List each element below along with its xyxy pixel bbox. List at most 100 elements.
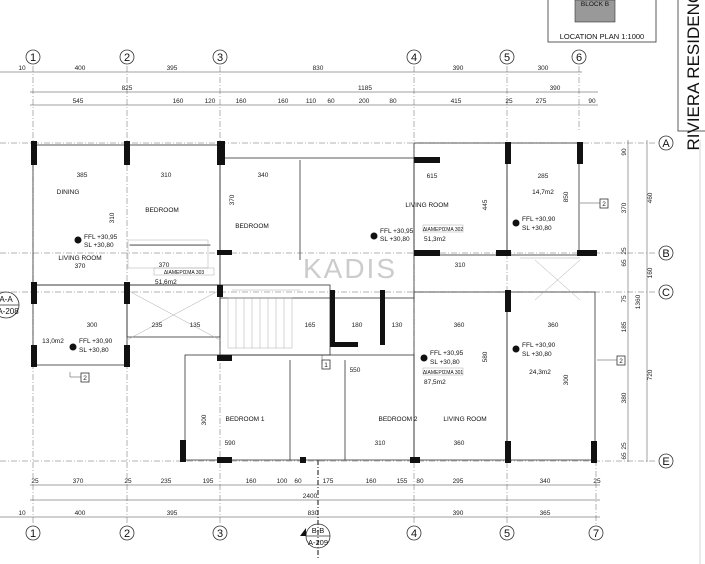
dim-label: 390 [453, 510, 464, 517]
grid-bubble: 3 [217, 52, 223, 64]
dims-right-2: 460 160 720 1360 [635, 192, 654, 380]
dim-label: 155 [397, 478, 408, 485]
dims-top-3: 545 160 120 160 160 110 60 200 80 415 25… [73, 98, 596, 105]
dim-label: 830 [313, 65, 324, 72]
dim-label: 180 [352, 322, 363, 329]
dim-label: 340 [258, 172, 269, 179]
dim-label: 120 [205, 98, 216, 105]
level-icon [69, 343, 77, 351]
room-bedroom-2: BEDROOM 2 [378, 416, 417, 423]
dim-total-2400: 2400 [303, 493, 318, 500]
dim-label: 415 [451, 98, 462, 105]
dim-label: 395 [167, 510, 178, 517]
grid-bubble: C [662, 287, 670, 299]
grid-bubble: 2 [124, 52, 130, 64]
grid-bubble: A [662, 138, 670, 150]
dim-label: 295 [453, 478, 464, 485]
level-markers: FFL +30,95 SL +30,80 FFL +30,95 SL +30,8… [74, 228, 464, 366]
dim-label: 300 [201, 414, 208, 425]
dims-right-1: 90 370 65 25 75 185 380 65 25 [621, 148, 628, 460]
dim-label: 550 [350, 367, 361, 374]
dim-label: 395 [167, 65, 178, 72]
dim-label: 300 [538, 65, 549, 72]
dim-label: 10 [18, 510, 26, 517]
dim-label: 65 [621, 452, 628, 460]
watermark: KADIS [303, 253, 397, 284]
apartment-tags: ΔΙΑΜΕΡΙΣΜΑ 303 51,6m2 ΔΙΑΜΕΡΙΣΜΑ 302 51,… [153, 224, 464, 386]
dim-label: 90 [588, 98, 596, 105]
dim-label: 160 [278, 98, 289, 105]
dim-label: 25 [621, 442, 628, 450]
dims-bottom-2: 10 400 395 830 390 365 [18, 510, 550, 517]
dim-label: 850 [563, 191, 570, 202]
building-walls [31, 141, 597, 463]
grid-bubble: 5 [504, 52, 510, 64]
grid-bubble: 3 [217, 528, 223, 540]
dim-label: 1360 [635, 294, 642, 309]
room-dining: DINING [57, 189, 80, 196]
balcony-area: 24,3m2 [529, 369, 551, 376]
dim-label: 310 [455, 262, 466, 269]
apartment-area: 51,3m2 [424, 236, 446, 243]
location-plan: BLOCK B LOCATION PLAN 1:1000 [547, 0, 657, 43]
callouts: 2 2 2 1 [69, 198, 626, 383]
apartment-tag: ΔΙΑΜΕΡΙΣΜΑ 303 [164, 270, 205, 276]
room-labels: DINING LIVING ROOM 370 BEDROOM BEDROOM L… [57, 189, 487, 423]
callout-number: 2 [619, 358, 623, 365]
dim-label: 300 [563, 374, 570, 385]
balcony-ffl: FFL +30,90 [522, 342, 556, 349]
room-bedroom-1: BEDROOM 1 [225, 416, 264, 423]
dim-label: 160 [236, 98, 247, 105]
callout-number: 1 [324, 362, 328, 369]
dim-label: 75 [621, 295, 628, 303]
dim-label: 100 [277, 478, 288, 485]
room-living-303-dim: 370 [75, 263, 86, 270]
section-sheet: A-208 [0, 307, 19, 316]
dim-label: 390 [453, 65, 464, 72]
apartment-tag: ΔΙΑΜΕΡΙΣΜΑ 301 [423, 370, 464, 376]
dim-label: 830 [308, 510, 319, 517]
apartment-tag: ΔΙΑΜΕΡΙΣΜΑ 302 [423, 227, 464, 233]
location-plan-caption: LOCATION PLAN 1:1000 [560, 32, 644, 41]
grid-bubble: 7 [593, 528, 599, 540]
dim-label: 90 [621, 148, 628, 156]
dim-label: 580 [482, 351, 489, 362]
dim-label: 25 [593, 478, 601, 485]
dimension-lines [0, 71, 648, 518]
dim-label: 65 [621, 259, 628, 267]
dim-label: 235 [152, 322, 163, 329]
title-box [677, 0, 705, 132]
apartment-area: 87,5m2 [424, 379, 446, 386]
dims-bottom-1: 25 370 25 235 195 160 100 60 175 160 155… [31, 478, 601, 485]
dim-label: 825 [122, 85, 133, 92]
dim-label: 195 [203, 478, 214, 485]
grid-bubble: E [662, 456, 669, 468]
section-sheet: A-209 [308, 538, 328, 547]
apartment-area: 51,6m2 [155, 279, 177, 286]
dim-label: 445 [482, 199, 489, 210]
dim-label: 545 [73, 98, 84, 105]
sl-level: SL +30,80 [84, 242, 114, 249]
dim-label: 400 [75, 510, 86, 517]
callout-number: 2 [83, 375, 87, 382]
dim-label: 370 [73, 478, 84, 485]
dim-label: 590 [225, 440, 236, 447]
dim-label: 165 [305, 322, 316, 329]
dim-label: 400 [75, 65, 86, 72]
balcony-sl: SL +30,80 [79, 347, 109, 354]
dim-label: 360 [454, 322, 465, 329]
grid-bubbles-rows: A B C E [658, 135, 674, 469]
dim-label: 370 [159, 262, 170, 269]
dim-label: 365 [540, 510, 551, 517]
room-bedroom-a: BEDROOM [145, 207, 179, 214]
room-dimensions: 385 310 340 615 285 370 310 360 360 310 … [77, 172, 570, 447]
dim-label: 380 [621, 392, 628, 403]
grid-bubbles-bottom: 1 2 3 4 5 7 [25, 525, 604, 541]
dim-label: 390 [550, 85, 561, 92]
grid-bubble: 4 [411, 528, 417, 540]
grid-bubbles-top: 1 2 3 4 5 6 [25, 49, 587, 65]
dim-label: 25 [505, 98, 513, 105]
level-icon [512, 345, 520, 353]
project-title: RIVIERA RESIDENCE [684, 0, 703, 151]
sl-level: SL +30,80 [380, 236, 410, 243]
